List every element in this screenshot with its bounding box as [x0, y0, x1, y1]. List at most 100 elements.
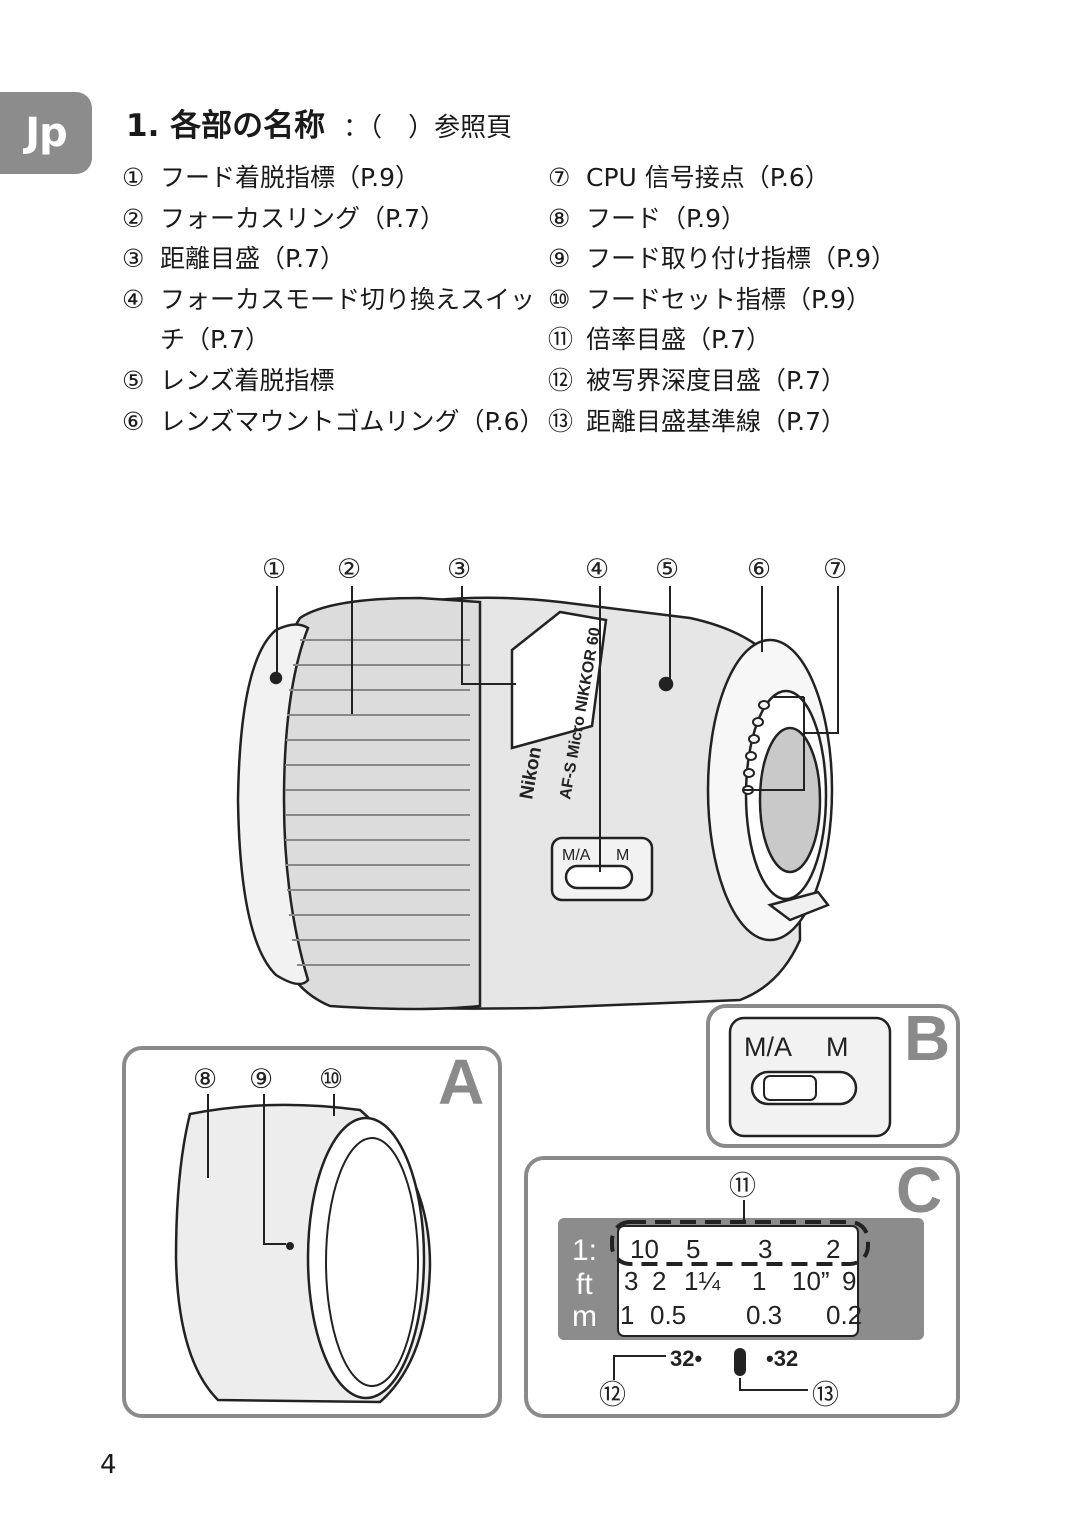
panel-b-label-ma: M/A [744, 1032, 792, 1062]
focus-ring-ribs [285, 639, 470, 966]
rear-element [758, 726, 822, 874]
switch-label-m: M [616, 847, 629, 864]
row-label-m: m [572, 1300, 597, 1333]
panel-a-leaders [207, 1094, 335, 1245]
ft-value: 2 [652, 1266, 666, 1296]
part-label: 被写界深度目盛（P.7） [586, 365, 847, 395]
dof-mark-left: 32• [670, 1346, 702, 1371]
callout-7: ⑦ [823, 554, 847, 585]
panel-b: B M/A M [706, 1002, 960, 1148]
callout-12: ⑫ [599, 1380, 626, 1411]
part-item: ⑪ 倍率目盛（P.7） [548, 320, 968, 361]
section-title-text: 1. 各部の名称 [126, 108, 326, 144]
ft-value: 1¼ [684, 1266, 720, 1296]
reference-page-note: ：（ ）参照頁 [343, 113, 513, 143]
language-tab: Jp [0, 92, 92, 174]
m-value: 0.2 [826, 1300, 862, 1330]
panel-c: C 1: ft m 10 5 3 2 3 2 1¼ 1 10” 9 1 0.5 … [524, 1154, 960, 1418]
callout-1: ① [262, 554, 286, 585]
panel-c-leaders [613, 1200, 808, 1391]
panel-b-label-m: M [826, 1032, 849, 1062]
distance-index-line [734, 1348, 746, 1376]
hood-bayonet [306, 1116, 426, 1400]
front-rim [236, 623, 310, 986]
part-number: ⑨ [548, 244, 571, 274]
part-label: フード（P.9） [586, 203, 747, 233]
panel-a-frame [122, 1046, 502, 1418]
part-item: ⑨ フード取り付け指標（P.9） [548, 239, 968, 280]
lens-diagram [236, 596, 834, 1011]
panel-b-switch-knob [763, 1075, 817, 1101]
part-item: ⑧ フード（P.9） [548, 199, 968, 240]
callout-8: ⑧ [193, 1064, 217, 1095]
callout-2: ② [337, 554, 361, 585]
part-number: ⑦ [548, 163, 571, 192]
cpu-contacts [742, 700, 770, 795]
part-number: ② [122, 203, 145, 233]
row-label-ratio: 1: [572, 1234, 597, 1267]
switch-label-ma: M/A [562, 847, 591, 864]
callout-4: ④ [585, 554, 609, 585]
part-label: レンズマウントゴムリング（P.6） [160, 406, 545, 436]
part-number: ③ [122, 244, 145, 274]
dof-mark-right: •32 [766, 1346, 798, 1371]
language-tab-label: Jp [25, 110, 68, 156]
panel-b-frame [706, 1004, 960, 1148]
part-label: 倍率目盛（P.7） [586, 325, 772, 355]
callout-13: ⑬ [812, 1380, 839, 1411]
panel-b-letter: B [904, 1002, 950, 1074]
hood-bayonet-inner [325, 1137, 419, 1387]
callout-leaders [276, 586, 839, 872]
hood-mount-index-dot [286, 1242, 294, 1250]
part-number: ⑬ [548, 406, 574, 436]
part-item: ⑥ レンズマウントゴムリング（P.6） [122, 402, 545, 443]
part-item: ③ 距離目盛（P.7） [122, 239, 542, 280]
callout-5: ⑤ [655, 554, 679, 585]
part-number: ⑩ [548, 284, 571, 314]
part-number: ⑥ [122, 406, 145, 436]
part-number: ⑤ [122, 365, 145, 395]
part-item: ⑩ フードセット指標（P.9） [548, 280, 968, 321]
page-number: 4 [100, 1450, 117, 1480]
callout-6: ⑥ [747, 554, 771, 585]
m-value: 0.5 [650, 1300, 686, 1330]
panel-c-letter: C [896, 1154, 942, 1226]
part-label: フォーカスリング（P.7） [160, 203, 446, 233]
ft-value: 3 [624, 1266, 638, 1296]
part-label: 距離目盛（P.7） [160, 244, 346, 274]
callout-3: ③ [447, 554, 471, 585]
ft-value: 9 [842, 1266, 856, 1296]
focus-ring [269, 596, 482, 1011]
part-number: ⑧ [548, 203, 571, 233]
ratio-value: 10 [630, 1234, 659, 1264]
panel-a: A ⑧ ⑨ ⑩ [122, 1046, 502, 1418]
part-number: ④ [122, 284, 145, 314]
section-title: 1. 各部の名称 ：（ ）参照頁 [126, 100, 512, 145]
part-number: ⑫ [548, 365, 574, 395]
callout-11: ⑪ [729, 1171, 756, 1202]
ft-value: 1 [752, 1266, 766, 1296]
scale-window [617, 1225, 859, 1337]
part-label: CPU 信号接点（P.6） [586, 163, 830, 192]
mount-tab [767, 890, 831, 922]
part-item: ② フォーカスリング（P.7） [122, 199, 542, 240]
part-item: ⑦ CPU 信号接点（P.6） [548, 158, 968, 199]
row-label-ft: ft [576, 1268, 593, 1301]
part-label: フードセット指標（P.9） [586, 284, 872, 314]
part-label: フード取り付け指標（P.9） [586, 244, 897, 274]
part-label: フード着脱指標（P.9） [160, 163, 421, 192]
part-item: ⑫ 被写界深度目盛（P.7） [548, 361, 968, 402]
part-item: ① フード着脱指標（P.9） [122, 158, 542, 199]
ft-value: 10” [792, 1266, 830, 1296]
callout-9: ⑨ [249, 1064, 273, 1095]
part-number: ⑪ [548, 325, 574, 355]
panel-a-letter: A [438, 1046, 484, 1118]
part-item: ⑬ 距離目盛基準線（P.7） [548, 402, 968, 443]
part-number: ① [122, 163, 145, 192]
part-label: 距離目盛基準線（P.7） [586, 406, 847, 436]
magnification-highlight [610, 1220, 870, 1266]
